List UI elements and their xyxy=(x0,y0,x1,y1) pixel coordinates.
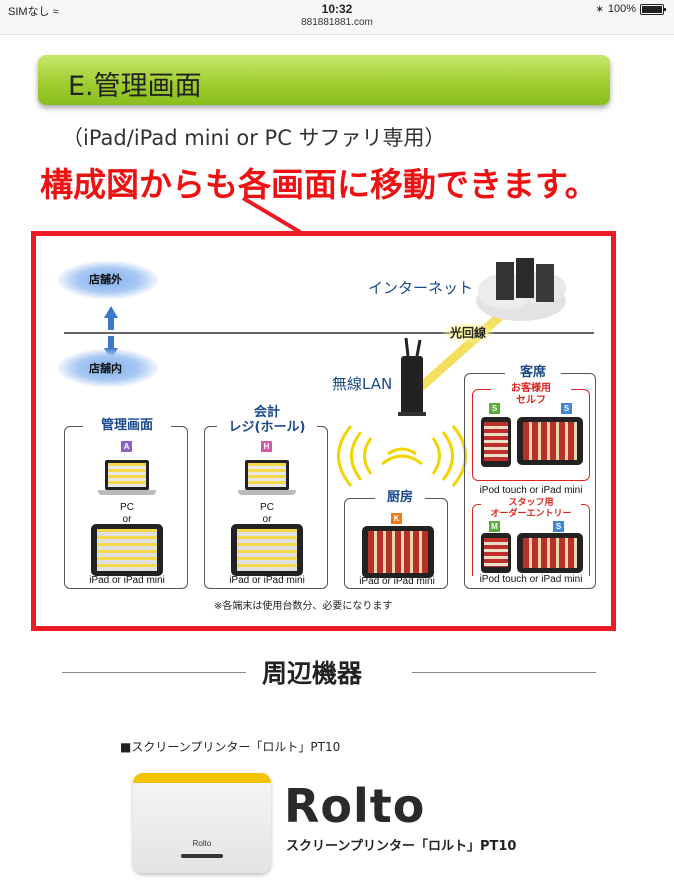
printer-image[interactable]: Rolto xyxy=(133,773,271,873)
badge-s: S xyxy=(561,403,572,414)
router-icon xyxy=(398,337,426,416)
section-header: E.管理画面 xyxy=(38,55,610,105)
ipad-icon xyxy=(362,526,434,578)
group-register-title: 会計 レジ(ホール) xyxy=(217,405,317,435)
staff-title: スタッフ用 オーダーエントリー xyxy=(481,498,581,520)
printer-logo: Rolto xyxy=(192,839,212,848)
group-register[interactable]: 会計 レジ(ホール) H PC or iPad or iPad mini xyxy=(204,405,328,589)
ipad-icon xyxy=(231,524,303,576)
group-seats[interactable]: 客席 お客様用 セルフ S S iPod touch or iPad mini … xyxy=(464,365,596,589)
footnote: ※各端末は使用台数分、必要になります xyxy=(214,601,393,612)
subgroup-self-order[interactable]: お客様用 セルフ S S xyxy=(472,383,590,481)
ipad-mini-icon xyxy=(517,417,583,465)
brand-logo: Rolto xyxy=(284,779,426,833)
internet-label: インターネット xyxy=(368,279,474,297)
bluetooth-icon: ∗ xyxy=(595,3,604,15)
pc-label: PC xyxy=(260,502,274,513)
address-bar[interactable]: 881881881.com xyxy=(301,17,373,28)
browser-note: （iPad/iPad mini or PC サファリ専用） xyxy=(62,126,446,150)
ipad-label: iPad or iPad mini xyxy=(359,576,435,587)
section-title: E.管理画面 xyxy=(68,71,202,102)
group-kitchen-title: 厨房 xyxy=(375,490,425,505)
brand-subtitle: スクリーンプリンター「ロルト」PT10 xyxy=(286,839,517,854)
badge-h: H xyxy=(261,441,272,452)
seat-device-label: iPod touch or iPad mini xyxy=(479,574,583,585)
pc-label: PC xyxy=(120,502,134,513)
divider-right xyxy=(412,672,596,673)
badge-m: M xyxy=(489,521,500,532)
badge-s: S xyxy=(489,403,500,414)
carrier-label: SIMなし ≈ xyxy=(8,6,59,18)
system-diagram[interactable]: 店舗外 店舗内 インターネット 光回線 無線LAN 管理画面 A PC or i… xyxy=(31,231,616,631)
inside-zone xyxy=(58,349,158,387)
wifi-icon: ≈ xyxy=(52,6,59,18)
headline: 構成図からも各画面に移動できます。 xyxy=(40,165,598,204)
ipad-label: iPad or iPad mini xyxy=(89,575,165,586)
laptop-icon xyxy=(238,460,296,500)
laptop-icon xyxy=(98,460,156,500)
outside-zone xyxy=(58,261,158,299)
ipod-icon xyxy=(481,533,511,573)
badge-s: S xyxy=(553,521,564,532)
group-kitchen[interactable]: 厨房 K iPad or iPad mini xyxy=(344,490,448,589)
inside-label: 店舗内 xyxy=(89,362,122,375)
server-icon xyxy=(496,258,554,302)
ipod-icon xyxy=(481,417,511,467)
ipad-label: iPad or iPad mini xyxy=(229,575,305,586)
subgroup-staff-order[interactable]: スタッフ用 オーダーエントリー M S xyxy=(472,498,590,576)
clock: 10:32 xyxy=(321,2,353,16)
group-seats-title: 客席 xyxy=(505,365,561,380)
ipad-mini-icon xyxy=(517,533,583,573)
fiber-label: 光回線 xyxy=(442,322,495,343)
group-admin-title: 管理画面 xyxy=(83,418,171,433)
battery-icon xyxy=(640,3,666,15)
ipad-icon xyxy=(91,524,163,576)
product-caption: ■スクリーンプリンター「ロルト」PT10 xyxy=(120,740,341,754)
wifi-label: 無線LAN xyxy=(332,375,393,393)
badge-k: K xyxy=(391,513,402,524)
peripherals-title: 周辺機器 xyxy=(262,659,363,688)
divider-left xyxy=(62,672,246,673)
seat-device-label: iPod touch or iPad mini xyxy=(479,485,583,496)
status-bar: SIMなし ≈ 10:32 881881881.com ∗ 100% xyxy=(0,0,674,35)
self-title: お客様用 セルフ xyxy=(491,383,571,407)
group-admin[interactable]: 管理画面 A PC or iPad or iPad mini xyxy=(64,418,188,589)
or-label: or xyxy=(262,514,272,525)
or-label: or xyxy=(122,514,132,525)
badge-a: A xyxy=(121,441,132,452)
battery-indicator: ∗ 100% xyxy=(595,3,666,15)
outside-label: 店舗外 xyxy=(89,273,122,286)
